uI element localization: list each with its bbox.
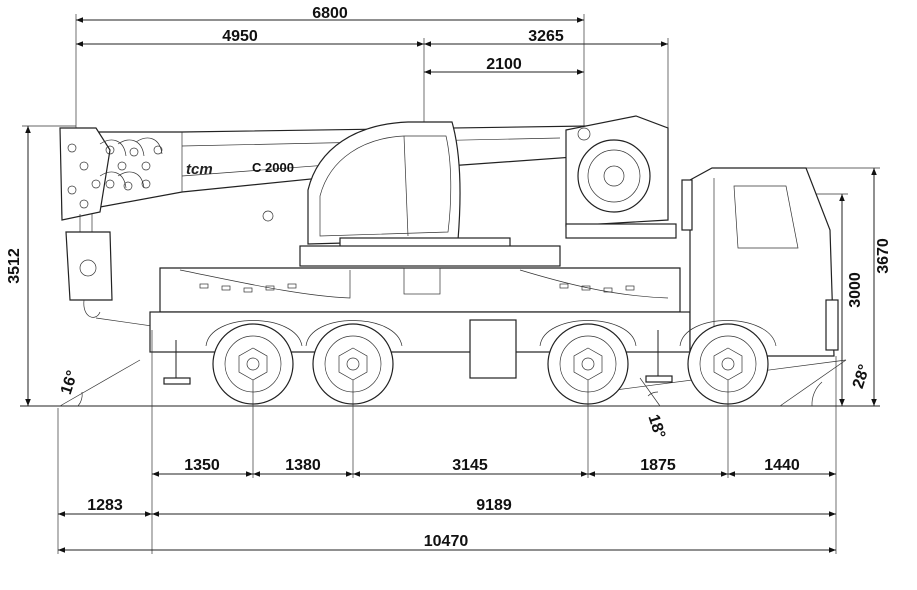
dim-height-cab: 3000 <box>847 272 864 308</box>
dim-wheel-gap-3: 3145 <box>452 457 488 474</box>
dim-wheel-gap-1: 1350 <box>184 457 220 474</box>
model-label: C 2000 <box>252 160 294 175</box>
wheel-3 <box>547 323 629 405</box>
boom-head-rollers <box>67 143 163 209</box>
angle-bottom-label: 18° <box>644 412 668 440</box>
wheel-2 <box>312 323 394 405</box>
crane-vehicle: tcm C 2000 <box>59 115 839 405</box>
turntable <box>299 245 561 267</box>
wheel-arches <box>205 320 777 347</box>
dim-wheel-gap-2: 1380 <box>285 457 321 474</box>
brand-logo: tcm <box>186 161 213 178</box>
wheels <box>212 323 769 405</box>
dim-total-length: 10470 <box>424 533 469 550</box>
angle-rear-label: 16° <box>58 368 82 396</box>
angle-front-label: 28° <box>850 362 874 390</box>
dim-height-left: 3512 <box>6 248 23 284</box>
dim-top-overall: 6800 <box>312 5 348 22</box>
dim-wheel-gap-4: 1875 <box>640 457 676 474</box>
dim-wheel-gap-5: 1440 <box>764 457 800 474</box>
winch-drum <box>565 115 677 239</box>
chassis-holes <box>199 283 635 293</box>
dim-body-length: 9189 <box>476 497 512 514</box>
dim-height-right: 3670 <box>875 238 892 274</box>
dim-top-front: 4950 <box>222 28 258 45</box>
truck-cab <box>681 167 839 357</box>
dim-top-rear: 3265 <box>528 28 564 45</box>
bottom-dimension-lines <box>57 330 837 554</box>
dim-top-turret: 2100 <box>486 56 522 73</box>
dim-overhang-rear: 1283 <box>87 497 123 514</box>
top-dimension-lines <box>75 14 669 250</box>
